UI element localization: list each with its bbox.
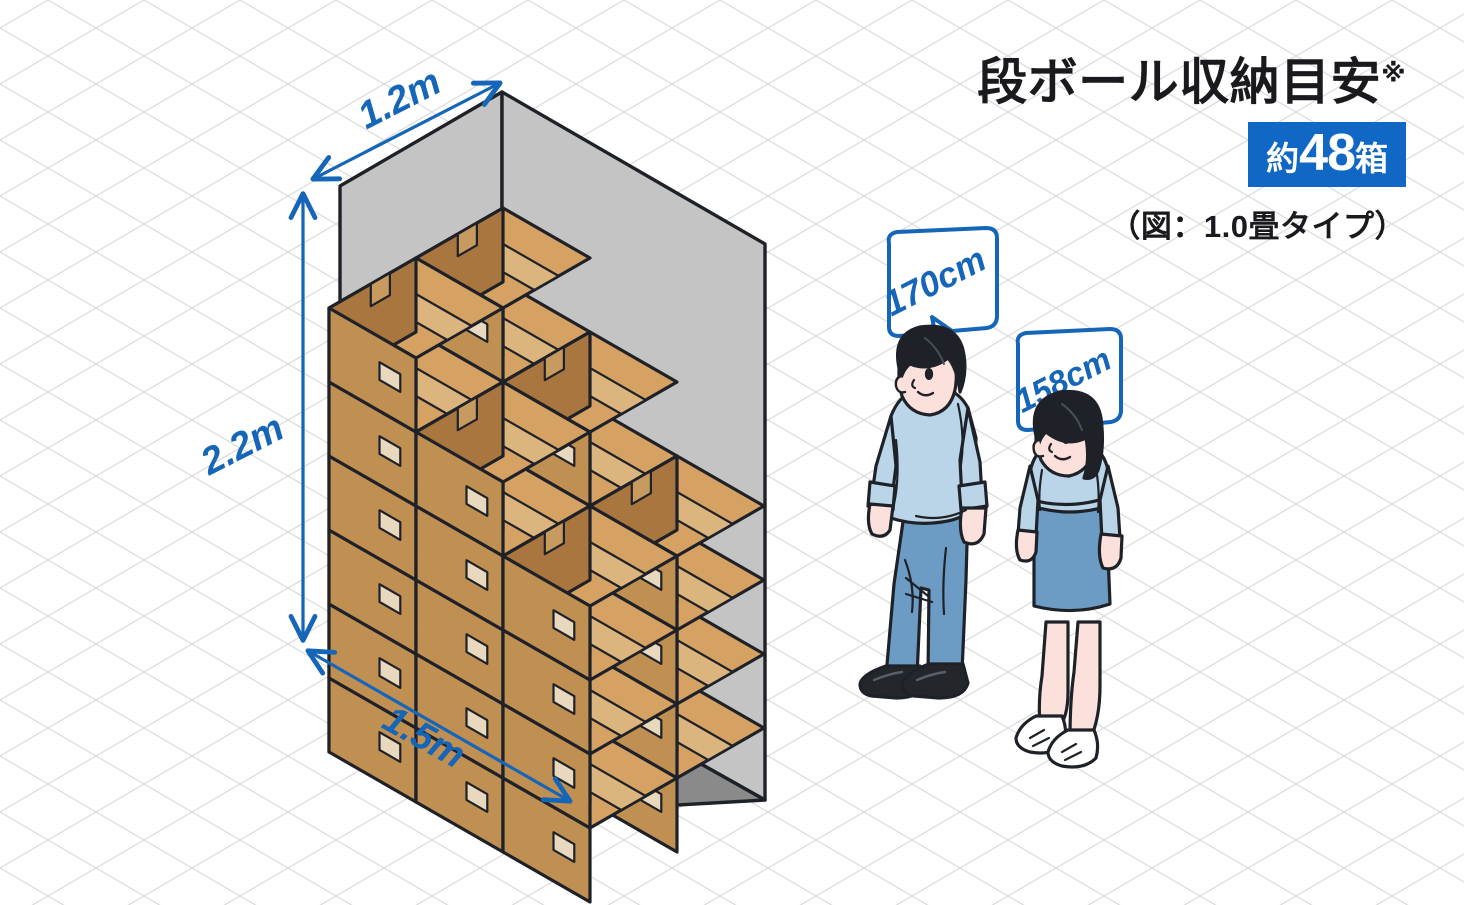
callout-man-bubble xyxy=(886,226,999,338)
woman-leg-left xyxy=(1037,620,1070,730)
badge-prefix: 約 xyxy=(1266,139,1300,177)
woman-nose xyxy=(1048,442,1054,454)
page-title: 段ボール収納目安※ xyxy=(977,56,1406,109)
woman-shoe-lace-right xyxy=(1060,742,1083,762)
man-hand-left xyxy=(866,502,895,538)
woman-hair-strand xyxy=(1061,403,1083,431)
man-eye xyxy=(924,368,934,380)
dimension-line-width xyxy=(305,648,573,804)
man-shoe-detail-left xyxy=(872,670,904,682)
man-hand-right xyxy=(958,506,988,546)
man-shirt-fold xyxy=(892,438,899,506)
woman-skirt xyxy=(1032,502,1112,613)
woman-sweater-fold xyxy=(1038,468,1044,512)
unit-type-note: （図：1.0畳タイプ） xyxy=(1109,208,1406,244)
badge-number: 48 xyxy=(1299,123,1356,182)
woman-shoe-lace-left xyxy=(1028,728,1051,748)
man-nose xyxy=(911,378,917,390)
woman-eye xyxy=(1061,432,1071,444)
page-title-text: 段ボール収納目安 xyxy=(977,54,1382,110)
man-shoe-right xyxy=(900,662,970,700)
man-shirt xyxy=(876,387,978,525)
dimension-line-depth xyxy=(310,80,503,182)
man-shirt-hem xyxy=(914,508,968,520)
man-mouth xyxy=(916,390,935,397)
man-hair-strand xyxy=(924,337,945,365)
man-trouser-fold-b xyxy=(904,592,934,604)
man-trouser-crease-right xyxy=(942,546,948,616)
man-cuff-right xyxy=(957,480,989,512)
woman-hand-right xyxy=(1097,532,1124,571)
footnote-mark: ※ xyxy=(1381,59,1406,88)
woman-hand-left xyxy=(1014,528,1039,563)
woman-mouth xyxy=(1053,454,1072,461)
man-trouser-fold-a xyxy=(904,576,930,598)
man-shoe-detail-right xyxy=(915,670,947,682)
woman-shoe-right xyxy=(1046,728,1100,769)
man-shirt-fold-2 xyxy=(956,402,964,472)
woman-leg-right xyxy=(1068,620,1102,742)
man-trouser-crease-left xyxy=(903,558,914,614)
man-ear xyxy=(894,374,907,394)
header-block: 段ボール収納目安※ 約48箱 （図：1.0畳タイプ） xyxy=(977,56,1406,246)
callout-man: 170cm xyxy=(877,226,999,338)
man-hair xyxy=(896,324,967,394)
badge-suffix: 箱 xyxy=(1355,139,1388,177)
box-count-badge: 約48箱 xyxy=(1248,121,1406,187)
person-woman xyxy=(1014,389,1124,769)
person-man xyxy=(858,324,989,700)
man-trousers xyxy=(884,506,970,678)
woman-ear xyxy=(1032,438,1045,458)
